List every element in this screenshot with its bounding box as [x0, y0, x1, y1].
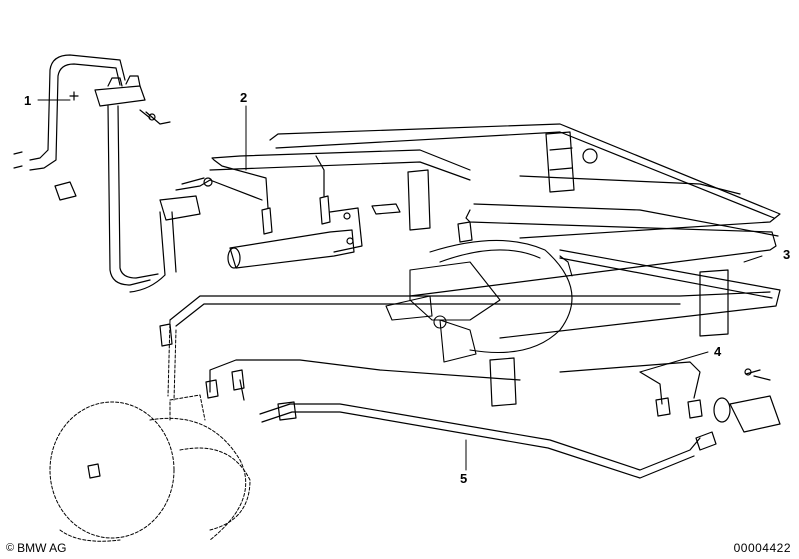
master-brake-cylinder — [227, 195, 363, 269]
callout-2: 2 — [240, 90, 247, 105]
copyright-symbol: © — [6, 542, 15, 554]
rubber-mount-blocks — [371, 131, 729, 407]
brake-booster-lower-left — [49, 319, 251, 542]
part-3-brake-line-frame — [169, 175, 781, 339]
document-number: 00004422 — [733, 541, 791, 555]
callout-leader-lines — [37, 99, 763, 471]
callout-3: 3 — [783, 247, 790, 262]
copyright-brand: © BMW AG — [6, 541, 66, 555]
part-5-brake-line — [209, 359, 701, 479]
part-4-brake-line — [559, 361, 781, 433]
part-1-bracket-assembly — [13, 54, 263, 293]
callout-1: 1 — [24, 93, 31, 108]
part-2-brake-line — [209, 123, 781, 239]
brake-booster-center — [385, 239, 573, 363]
callout-5: 5 — [460, 471, 467, 486]
line-fittings — [87, 221, 717, 479]
callout-4: 4 — [714, 344, 722, 359]
brand-name: BMW AG — [17, 541, 67, 555]
